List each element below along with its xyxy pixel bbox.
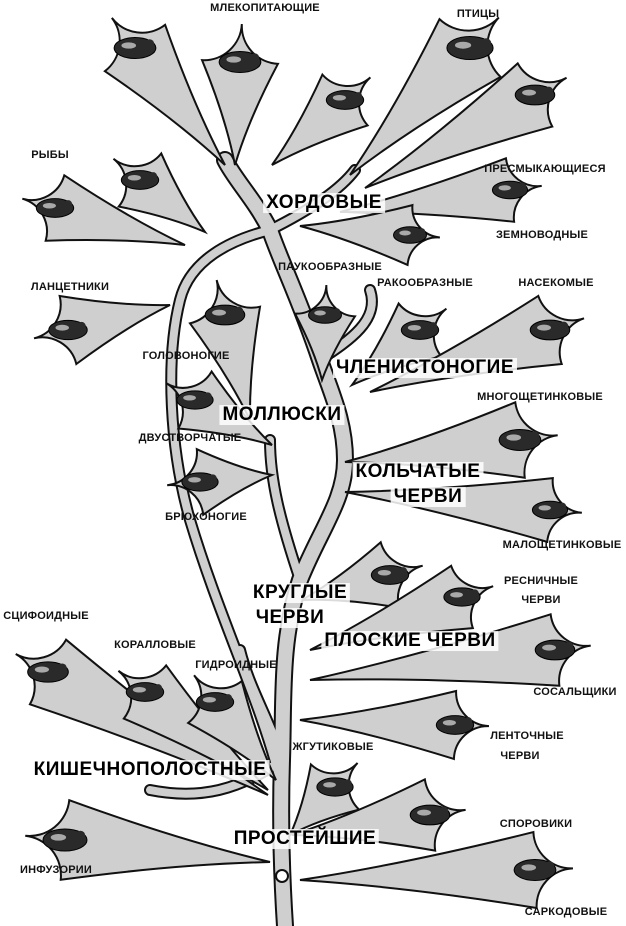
oligochaete-icon [531,500,569,520]
bubble-shape [22,173,186,246]
crustacean-icon [400,320,440,340]
label-scyphozoa: СЦИФОИДНЫЕ [3,610,89,623]
label-arthropods: ЧЛЕНИСТОНОГИЕ [333,358,517,378]
tapeworm-icon [435,715,475,735]
roundworm-icon [370,565,410,585]
label-flukes: СОСАЛЬЩИКИ [533,686,617,699]
label-lancelets: ЛАНЦЕТНИКИ [30,281,110,294]
lancelet-icon [48,319,88,341]
bubble-shape [299,689,490,761]
label-tapeworms-2: ЧЕРВИ [500,750,540,763]
label-roundworms-1: КРУГЛЫЕ [249,583,351,603]
branch [266,436,304,584]
bubble-shape [339,156,542,223]
bubble-sarcodina [299,830,574,910]
bubble-mammal-platypus [271,72,372,166]
bubble-mammal-kangaroo [200,23,280,166]
sporozoa-icon [409,804,451,826]
fluke-icon [534,639,576,661]
bubble-turbellaria [309,564,494,651]
bubble-arachnid [293,284,357,384]
bivalve-icon [176,390,214,410]
bubble-mammal-rabbit [103,17,226,166]
label-cephalopods: ГОЛОВОНОГИЕ [142,350,230,363]
arachnid-icon [308,306,342,324]
mammal-platypus-icon [325,90,365,110]
label-arachnids: ПАУКООБРАЗНЫЕ [278,261,382,274]
polychaete-icon [498,429,542,451]
mammal-kangaroo-icon [218,51,262,73]
sarcodina-icon [513,859,557,881]
fish-arowana-icon [393,226,427,244]
label-bivalves: ДВУСТВОРЧАТЫЕ [138,432,242,445]
bubble-shape [25,798,271,881]
label-flatworms: ПЛОСКИЕ ЧЕРВИ [321,631,499,651]
bubble-shape [165,369,273,446]
label-tapeworms-1: ЛЕНТОЧНЫЕ [490,730,564,743]
branch [167,226,284,784]
hydrozoa-icon [195,692,235,712]
label-insects: НАСЕКОМЫЕ [518,277,594,290]
bubble-shape [271,72,372,166]
bird-icon [446,35,494,61]
gastropod-icon [181,472,219,492]
label-birds: ПТИЦЫ [456,8,500,21]
label-turbellaria-2: ЧЕРВИ [521,594,561,607]
label-roundworms-2: ЧЕРВИ [252,608,328,628]
label-polychaetes: МНОГОЩЕТИНКОВЫЕ [477,391,603,404]
label-chordates: ХОРДОВЫЕ [263,193,385,213]
insect-icon [529,319,571,341]
ciliate-icon [42,828,88,852]
label-turbellaria-1: РЕСНИЧНЫЕ [503,575,579,588]
label-fishes: РЫБЫ [31,149,69,162]
bubble-hydrozoa [186,674,277,781]
bubble-shape [167,447,276,517]
fish-angel-icon [35,198,75,218]
mammal-rabbit-icon [113,37,157,59]
reptile-icon [514,84,556,106]
bubble-shape [293,284,357,384]
label-mammals: МЛЕКОПИТАЮЩИЕ [210,2,320,15]
bubble-amphibian [339,156,542,223]
label-coelenterates: КИШЕЧНОПОЛОСТНЫЕ [30,760,270,780]
scyphozoa-icon [27,661,69,683]
bubble-fish-arowana [299,203,441,267]
label-crustaceans: РАКООБРАЗНЫЕ [377,277,473,290]
label-sarcodina: САРКОДОВЫЕ [524,906,608,919]
label-molluscs: МОЛЛЮСКИ [219,405,345,425]
bubble-bivalve [165,369,273,446]
amphibian-icon [491,180,529,200]
turbellaria-icon [443,587,481,607]
label-amphibians: ЗЕМНОВОДНЫЕ [495,229,589,242]
trunk-root-cell-icon [275,869,289,883]
bubble-cephalopod [188,279,262,421]
label-annelids-1: КОЛЬЧАТЫЕ [352,462,484,482]
label-protozoa: ПРОСТЕЙШИЕ [230,829,380,849]
cephalopod-icon [204,304,246,326]
flagellate-icon [316,777,354,797]
bubble-shape [299,203,441,267]
fish-icon [120,170,160,190]
coral-icon [125,682,165,702]
label-flagellates: ЖГУТИКОВЫЕ [292,741,374,754]
label-ciliates: ИНФУЗОРИИ [20,864,92,877]
label-gastropods: БРЮХОНОГИЕ [165,511,247,524]
bubble-gastropod [167,447,276,517]
bubble-ciliate [25,798,271,881]
label-hydrozoa: ГИДРОИДНЫЕ [195,659,277,672]
label-corals: КОРАЛЛОВЫЕ [114,639,196,652]
label-reptiles: ПРЕСМЫКАЮЩИЕСЯ [484,163,606,176]
label-sporozoa: СПОРОВИКИ [499,818,573,831]
label-oligochaetes: МАЛОЩЕТИНКОВЫЕ [502,539,622,552]
bubble-bird [349,16,503,176]
bubble-tapeworm [299,689,490,761]
label-annelids-2: ЧЕРВИ [390,487,466,507]
bubble-fish-angel [22,173,186,246]
